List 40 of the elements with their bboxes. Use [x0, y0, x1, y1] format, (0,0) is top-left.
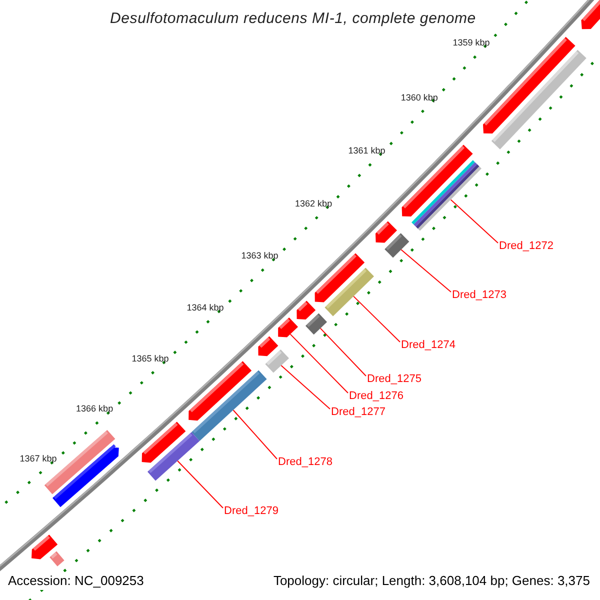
- scale-label: 1362 kbp: [295, 198, 332, 210]
- gene-label: Dred_1272: [499, 240, 554, 253]
- gene-label: Dred_1274: [401, 339, 456, 352]
- gene-bar: [324, 268, 374, 316]
- gene-block: [296, 300, 316, 320]
- gene-block: [32, 534, 58, 560]
- scale-label: 1363 kbp: [241, 250, 278, 262]
- gene-bar: [412, 160, 482, 231]
- gene-bar: [384, 233, 410, 258]
- scale-label: 1361 kbp: [348, 146, 386, 157]
- gene-label: Dred_1278: [278, 456, 332, 469]
- gene-label: Dred_1279: [224, 505, 278, 518]
- leader-line: [232, 410, 278, 460]
- leader-line: [290, 334, 348, 394]
- scale-label: 1364 kbp: [186, 302, 224, 314]
- gene-label: Dred_1276: [349, 390, 404, 403]
- gene-label: Dred_1277: [331, 406, 386, 419]
- gene-block: [258, 336, 278, 356]
- scale-label: 1360 kbp: [400, 92, 438, 104]
- scale-label: 1365 kbp: [132, 353, 169, 364]
- leader-line: [177, 460, 224, 508]
- leader-line: [400, 249, 452, 292]
- title: Desulfotomaculum reducens MI-1, complete genome: [110, 9, 476, 29]
- scale-label: 1359 kbp: [452, 38, 490, 49]
- leader-line: [353, 296, 400, 342]
- scale-label: 1367 kbp: [20, 453, 57, 464]
- gene-bar: [265, 350, 289, 373]
- gene-label: Dred_1273: [452, 289, 506, 302]
- leader-line: [450, 199, 498, 244]
- gene-bar: [192, 370, 267, 441]
- gene-block: [581, 0, 600, 30]
- leader-line: [320, 328, 366, 376]
- scale-label: 1366 kbp: [76, 404, 114, 415]
- gene-label: Dred_1275: [367, 373, 422, 386]
- gene-bar: [50, 551, 64, 566]
- gene-block: [376, 221, 397, 243]
- gene-block: [278, 318, 298, 338]
- gene-bar: [491, 50, 586, 150]
- gene-bar: [148, 432, 200, 481]
- gene-bar: [306, 313, 327, 335]
